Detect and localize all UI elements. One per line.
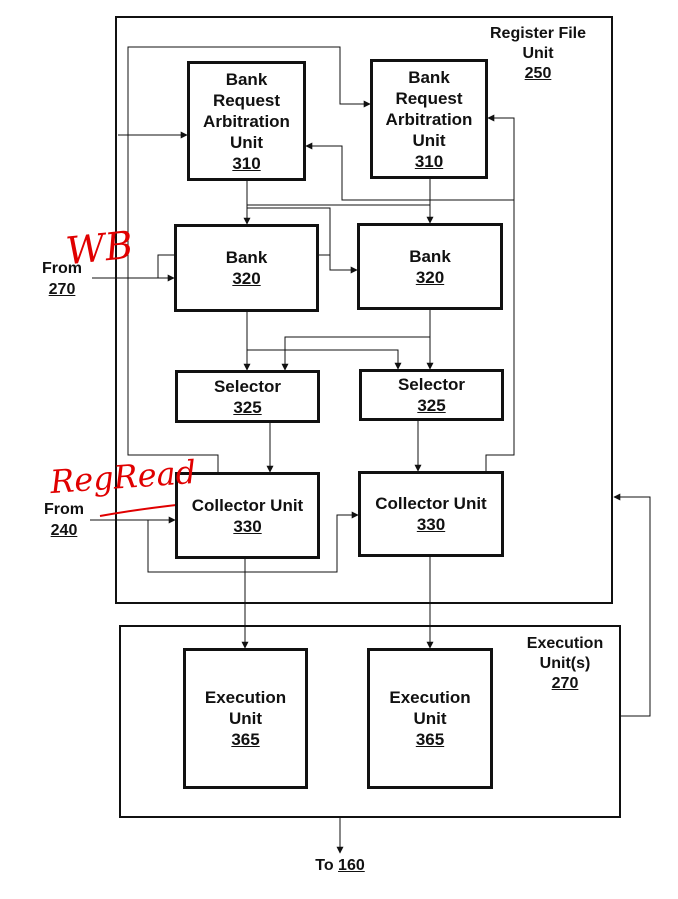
bank-2: Bank 320 bbox=[357, 223, 503, 310]
execution-unit-1: Execution Unit 365 bbox=[183, 648, 308, 789]
wire-exec-feedback bbox=[613, 493, 651, 717]
handwritten-wb-annotation: WB bbox=[63, 222, 136, 274]
output-to-160: To 160 bbox=[315, 857, 365, 874]
register-file-unit-container bbox=[115, 16, 613, 604]
wire-from240-loop bbox=[147, 511, 359, 573]
collector-unit-1: Collector Unit 330 bbox=[175, 472, 320, 559]
selector-1: Selector 325 bbox=[175, 370, 320, 423]
register-file-title: Register File Unit 250 bbox=[489, 25, 587, 82]
input-from-270: From 270 bbox=[42, 260, 82, 298]
wire-right-loop-arb bbox=[485, 114, 515, 471]
wire-bank1-to-sel2 bbox=[247, 349, 402, 370]
execution-unit-2: Execution Unit 365 bbox=[367, 648, 493, 789]
input-from-240: From 240 bbox=[44, 501, 84, 539]
wire-right-feed-arb1 bbox=[305, 142, 514, 201]
execution-units-container bbox=[119, 625, 621, 818]
bank-request-arbitration-unit-1: Bank Request Arbitration Unit 310 bbox=[187, 61, 306, 181]
wire-bank2-to-sel1 bbox=[281, 336, 430, 371]
execution-units-title: Execution Unit(s) 270 bbox=[526, 635, 604, 692]
wire-from270-branch bbox=[157, 254, 358, 278]
selector-2: Selector 325 bbox=[359, 369, 504, 421]
wire-arb-cross-drop bbox=[247, 207, 331, 270]
bank-1: Bank 320 bbox=[174, 224, 319, 312]
collector-unit-2: Collector Unit 330 bbox=[358, 471, 504, 557]
wire-left-loop-arb1 bbox=[127, 46, 371, 472]
bank-request-arbitration-unit-2: Bank Request Arbitration Unit 310 bbox=[370, 59, 488, 179]
